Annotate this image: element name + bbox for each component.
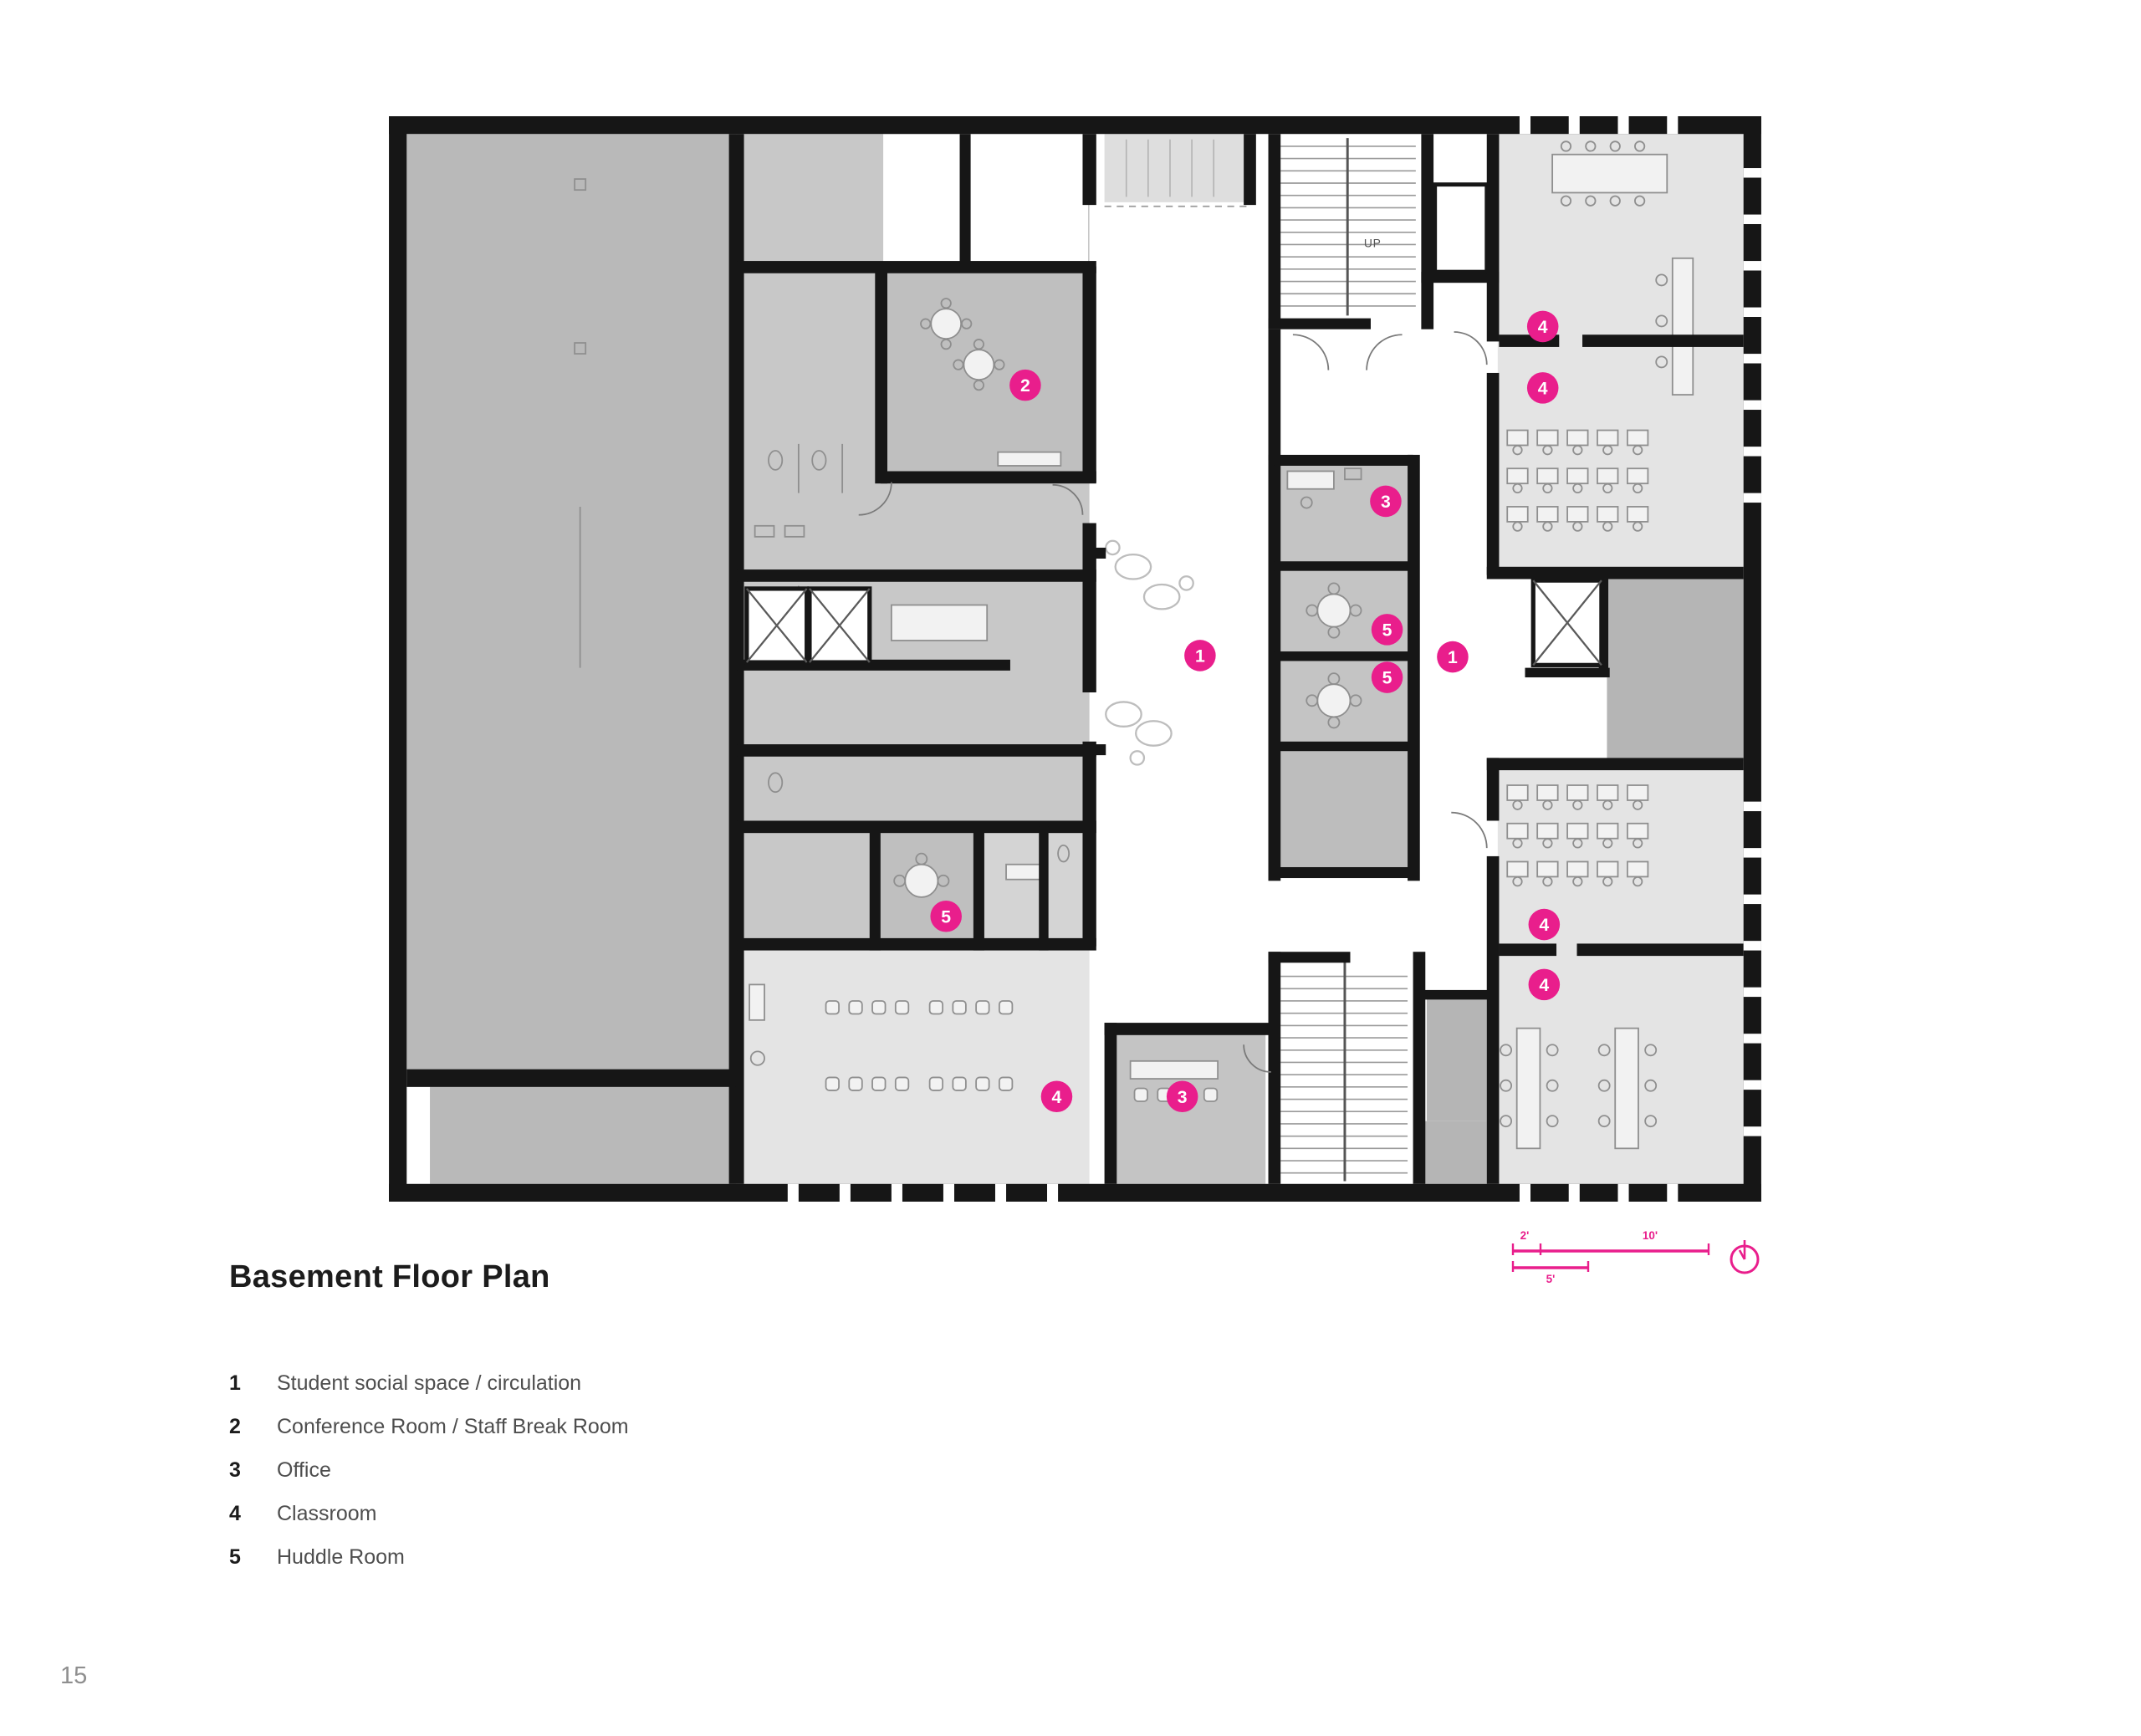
window-gaps: [787, 116, 1761, 1202]
room-marker: 5: [1371, 661, 1403, 693]
rooms-small: [984, 831, 1090, 949]
furniture: [574, 139, 1694, 1150]
legend-item: 2 Conference Room / Staff Break Room: [229, 1405, 629, 1448]
room-marker-label: 5: [941, 907, 951, 927]
room-marker-label: 4: [1538, 318, 1548, 337]
room-marker: 3: [1166, 1080, 1198, 1113]
legend-item-label: Student social space / circulation: [277, 1371, 582, 1395]
room-marker: 4: [1526, 310, 1559, 343]
entry-vestibule: [1104, 134, 1247, 202]
elevator-shafts: [744, 578, 1604, 667]
floor-plan-drawing: UP: [389, 116, 1761, 1202]
room-support: [1276, 749, 1411, 871]
room-classroom-northeast: [1497, 134, 1744, 569]
room-marker-label: 3: [1178, 1088, 1188, 1107]
service-area-lower: [430, 1086, 736, 1184]
legend-item-number: 4: [229, 1501, 241, 1525]
room-marker-label: 5: [1382, 669, 1392, 688]
scale-label-10ft: 10': [1643, 1229, 1658, 1242]
north-arrow-icon: [1730, 1240, 1760, 1274]
walls: [389, 116, 1761, 1202]
legend-item: 5 Huddle Room: [229, 1535, 629, 1579]
room-marker-label: 1: [1448, 648, 1458, 667]
service-area: [406, 134, 736, 1070]
page-title: Basement Floor Plan: [229, 1259, 550, 1294]
stairs-up-label: UP: [1364, 237, 1382, 250]
room-marker: 2: [1009, 369, 1041, 401]
page-number: 15: [60, 1662, 88, 1689]
room-marker: 5: [1371, 614, 1403, 646]
room-classroom-southwest: [741, 948, 1090, 1184]
scale-label-5ft: 5': [1546, 1273, 1556, 1284]
room-marker-label: 4: [1052, 1088, 1062, 1107]
stairs-bottom: [1280, 957, 1408, 1182]
room-marker-label: 4: [1539, 916, 1549, 935]
room-marker-label: 4: [1538, 379, 1548, 398]
room-service-south: [1426, 989, 1487, 1121]
door-swings: [858, 331, 1488, 1073]
legend-item-label: Conference Room / Staff Break Room: [277, 1414, 629, 1438]
legend-item-number: 5: [229, 1545, 241, 1569]
room-marker: 4: [1040, 1080, 1073, 1113]
room-marker: 1: [1437, 641, 1469, 673]
legend-item: 4 Classroom: [229, 1492, 629, 1535]
room-marker-label: 1: [1195, 646, 1205, 666]
room-service-south-2: [1421, 1121, 1487, 1184]
room-marker: 4: [1526, 372, 1559, 404]
room-marker-label: 3: [1381, 493, 1391, 512]
scale-label-2ft: 2': [1520, 1229, 1530, 1242]
scale-bar: 2' 10' 5': [1511, 1229, 1710, 1284]
legend-item-label: Office: [277, 1458, 331, 1482]
legend-item-label: Classroom: [277, 1501, 377, 1525]
room-marker-label: 2: [1020, 376, 1030, 396]
legend-item-label: Huddle Room: [277, 1545, 405, 1569]
legend-item-number: 1: [229, 1371, 241, 1395]
room-marker-label: 5: [1382, 620, 1392, 640]
room-marker: 5: [930, 900, 962, 932]
rooms-top: [883, 134, 1089, 267]
room-marker: 1: [1184, 640, 1216, 671]
room-marker: 3: [1370, 485, 1402, 518]
room-marker: 4: [1528, 968, 1561, 1001]
room-markers: 2 3 5 5 1 1 4 4 5 4 4 4 3: [930, 310, 1561, 1113]
room-marker: 4: [1528, 908, 1561, 941]
stairs-top: UP: [1280, 138, 1416, 316]
legend: 1 Student social space / circulation 2 C…: [229, 1361, 629, 1579]
room-service-east: [1607, 577, 1744, 761]
legend-item-number: 2: [229, 1414, 241, 1438]
legend-item: 3 Office: [229, 1448, 629, 1492]
room-marker-label: 4: [1539, 976, 1549, 995]
legend-item-number: 3: [229, 1458, 241, 1482]
legend-item: 1 Student social space / circulation: [229, 1361, 629, 1405]
